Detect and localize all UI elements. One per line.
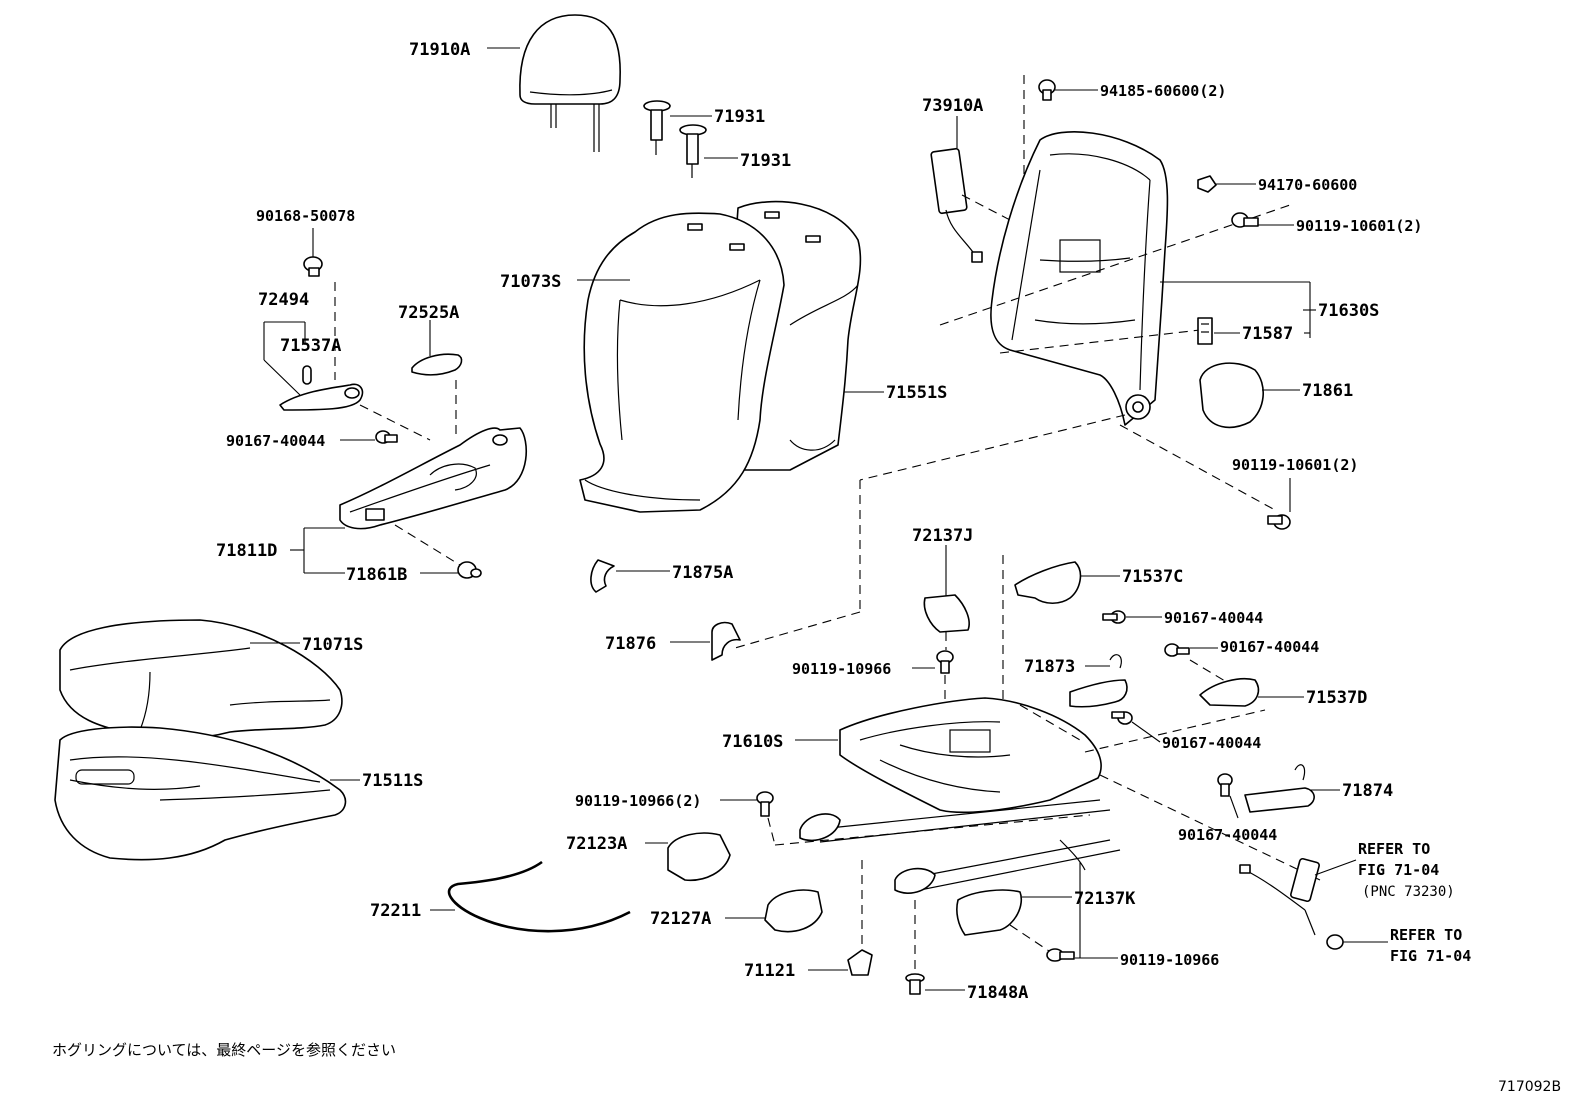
bolt-90119-10966-lower: [1046, 948, 1075, 962]
label-71811D: 71811D: [216, 541, 277, 561]
label-71073S: 71073S: [500, 272, 561, 292]
refer1-line1: REFER TO: [1358, 840, 1430, 858]
cover-72127A: [764, 889, 823, 933]
headrest-support-upper: [643, 100, 671, 155]
clip-71121: [847, 949, 873, 976]
label-90167-40044-e: 90167-40044: [1162, 734, 1261, 752]
label-72137K: 72137K: [1074, 889, 1136, 909]
label-72127A: 72127A: [650, 909, 711, 929]
cover-72123A: [667, 832, 731, 881]
diagram-code: 717092B: [1498, 1079, 1561, 1095]
cover-71537C: [1014, 561, 1082, 605]
label-90119-10601-upper: 90119-10601(2): [1296, 217, 1422, 235]
label-90168-50078: 90168-50078: [256, 207, 355, 225]
airbag-73910A: [930, 147, 983, 263]
screw-90167-c: [1102, 610, 1126, 624]
label-72137J: 72137J: [912, 526, 973, 546]
refer2-line1: REFER TO: [1390, 926, 1462, 944]
seatbelt-buckle: [1239, 857, 1344, 950]
label-71875A: 71875A: [672, 563, 733, 583]
shield-lever-71537A: [279, 383, 364, 411]
label-90119-10966-center: 90119-10966: [792, 660, 891, 678]
label-94170-60600: 94170-60600: [1258, 176, 1357, 194]
headrest-support-lower: [679, 124, 707, 178]
label-72525A: 72525A: [398, 303, 459, 323]
bolt-90119-10966-left: [756, 791, 774, 817]
footer-note: ホグリングについては、最終ページを参照ください: [52, 1041, 396, 1059]
bracket-71587: [1197, 317, 1213, 345]
label-71537A: 71537A: [280, 336, 341, 356]
label-72211: 72211: [370, 901, 421, 921]
seatback-pad: [579, 212, 785, 513]
label-90167-40044-f: 90167-40044: [1178, 826, 1277, 844]
refer2-line2: FIG 71-04: [1390, 947, 1471, 965]
label-73910A: 73910A: [922, 96, 983, 116]
label-71910A: 71910A: [409, 40, 470, 60]
label-71537C: 71537C: [1122, 567, 1183, 587]
cover-71537D: [1199, 678, 1260, 707]
clip-71876: [711, 621, 741, 661]
nut-94170: [1197, 175, 1217, 193]
bolt-90119-lower: [1267, 514, 1291, 530]
label-71876: 71876: [605, 634, 656, 654]
spring-clip: [302, 365, 312, 385]
label-71587: 71587: [1242, 324, 1293, 344]
label-71630S: 71630S: [1318, 301, 1379, 321]
label-90167-40044-left: 90167-40044: [226, 432, 325, 450]
label-72123A: 72123A: [566, 834, 627, 854]
label-72494: 72494: [258, 290, 309, 310]
bolt-90119-10966-center: [936, 650, 954, 674]
seat-cushion-pad: [54, 726, 347, 861]
wire-72211: [447, 860, 631, 933]
screw-90167-d: [1164, 643, 1190, 657]
shield-71811D: [339, 427, 528, 530]
bolt-94185: [1038, 79, 1056, 101]
refer1-line3: (PNC 73230): [1362, 884, 1455, 900]
cover-72137K: [956, 889, 1022, 936]
cover-71873: [1069, 654, 1128, 708]
label-90119-10966-2: 90119-10966(2): [575, 792, 701, 810]
seat-track-frame: [799, 697, 1121, 894]
seat-cushion-cover: [59, 619, 343, 740]
knob-71861: [1199, 362, 1265, 429]
label-71071S: 71071S: [302, 635, 363, 655]
label-71931-upper: 71931: [714, 107, 765, 127]
knob-72525A: [411, 353, 463, 376]
label-71931-lower: 71931: [740, 151, 791, 171]
screw-90167-f: [1217, 773, 1233, 797]
refer1-line2: FIG 71-04: [1358, 861, 1439, 879]
label-71848A: 71848A: [967, 983, 1028, 1003]
bracket-71874: [1244, 764, 1315, 813]
label-71861: 71861: [1302, 381, 1353, 401]
seatback-frame: [990, 131, 1169, 426]
label-90167-40044-c: 90167-40044: [1164, 609, 1263, 627]
headrest: [519, 14, 621, 152]
label-71511S: 71511S: [362, 771, 423, 791]
label-90119-10601-lower: 90119-10601(2): [1232, 456, 1358, 474]
label-90167-40044-d: 90167-40044: [1220, 638, 1319, 656]
bolt-90119-upper: [1231, 212, 1259, 228]
label-71873: 71873: [1024, 657, 1075, 677]
pin-71848A: [905, 973, 925, 995]
bolt-90168: [303, 256, 323, 277]
label-94185-60600: 94185-60600(2): [1100, 82, 1226, 100]
label-71121: 71121: [744, 961, 795, 981]
clip-71875A: [590, 559, 615, 593]
screw-90167-e: [1111, 711, 1133, 725]
cap-71861B: [457, 561, 482, 579]
label-71551S: 71551S: [886, 383, 947, 403]
label-71610S: 71610S: [722, 732, 783, 752]
label-71861B: 71861B: [346, 565, 407, 585]
label-71537D: 71537D: [1306, 688, 1367, 708]
label-90119-10966-lower: 90119-10966: [1120, 951, 1219, 969]
cover-72137J: [923, 594, 970, 633]
screw-90167-left: [375, 430, 398, 444]
label-71874: 71874: [1342, 781, 1393, 801]
